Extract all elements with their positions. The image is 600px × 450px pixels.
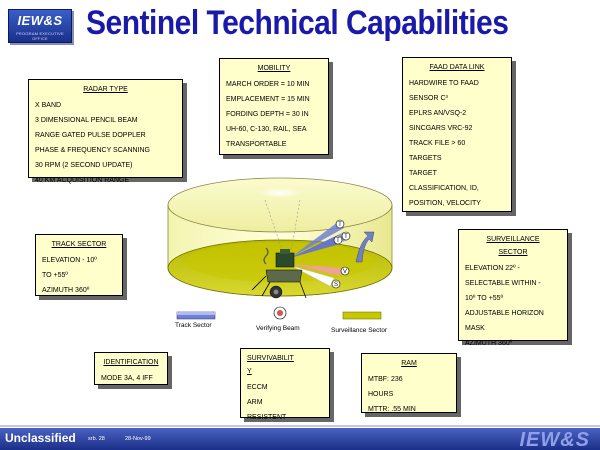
identification-box: IDENTIFICATION MODE 3A, 4 IFF [94, 352, 168, 385]
mobility-line: UH-60, C-130, RAIL, SEA [226, 126, 307, 133]
radar-type-header: RADAR TYPE [83, 86, 128, 93]
radar-type-line: 3 DIMENSIONAL PENCIL BEAM [35, 117, 138, 124]
beam-marker-track: T [336, 238, 340, 244]
surveillance-line: SELECTABLE WITHIN - [465, 280, 541, 287]
page-title: Sentinel Technical Capabilities [86, 4, 509, 42]
rotation-arrow-icon [355, 231, 375, 263]
beam-marker-verify: V [343, 269, 347, 275]
track-sector-line: ELEVATION - 10º [42, 257, 97, 264]
footer-bar [0, 428, 600, 450]
mobility-line: EMPLACEMENT = 15 MIN [226, 96, 310, 103]
surveillance-line: 10º TO +55º [465, 295, 504, 302]
surveillance-line: MASK [465, 325, 485, 332]
surveillance-sector-swatch [342, 311, 382, 320]
radar-type-line: X BAND [35, 102, 62, 109]
ram-line: MTBF: 236 [368, 376, 403, 383]
survivability-line: ARM [247, 399, 263, 406]
mobility-line: FORDING DEPTH = 30 IN [226, 111, 309, 118]
track-sector-box: TRACK SECTOR ELEVATION - 10º TO +55º AZI… [35, 234, 123, 296]
faad-line: EPLRS AN/VSQ-2 [409, 110, 467, 117]
radar-type-line: RANGE GATED PULSE DOPPLER [35, 132, 146, 139]
faad-line: SENSOR C³ [409, 95, 448, 102]
ram-header: RAM [401, 360, 417, 367]
track-sector-header: TRACK SECTOR [51, 241, 107, 248]
logo-text: IEW&S [17, 13, 63, 28]
track-beam [290, 222, 344, 258]
surveillance-sector-legend-label: Surveillance Sector [331, 327, 387, 334]
track-sector-line: AZIMUTH 360º [42, 287, 90, 294]
survivability-header: Y [247, 368, 252, 375]
ram-line: HOURS [368, 391, 394, 398]
faad-line: TARGETS [409, 155, 442, 162]
iews-logo: IEW&S PROGRAM EXECUTIVE OFFICE [8, 9, 72, 43]
identification-line: MODE 3A, 4 IFF [101, 375, 153, 382]
track-beam [290, 236, 340, 258]
verifying-beam [292, 264, 342, 276]
survivability-line: RESISTENT [247, 414, 287, 421]
classification-label: Unclassified [5, 431, 76, 445]
surveillance-line: AZIMUTH 360º [465, 340, 513, 347]
surveillance-line: ADJUSTABLE HORIZON [465, 310, 544, 317]
radar-type-box: RADAR TYPE X BAND 3 DIMENSIONAL PENCIL B… [28, 79, 183, 184]
ram-line: MTTR: .55 MIN [368, 406, 416, 413]
logo-subtext: PROGRAM EXECUTIVE OFFICE [16, 31, 64, 41]
surveillance-sector-header: SECTOR [498, 249, 528, 256]
verifying-beam-legend-label: Verifying Beam [256, 325, 300, 332]
surveillance-beam [291, 265, 335, 287]
mobility-box: MOBILITY MARCH ORDER = 10 MIN EMPLACEMEN… [219, 58, 329, 155]
faad-line: TARGET [409, 170, 437, 177]
faad-line: CLASSIFICATION, ID, [409, 185, 479, 192]
surveillance-sector-header: SURVEILLANCE [486, 236, 540, 243]
radar-type-line: PHASE & FREQUENCY SCANNING [35, 147, 151, 154]
slide-date: 28-Nov-99 [125, 436, 151, 442]
faad-line: TRACK FILE > 60 [409, 140, 466, 147]
radar-type-line: 30 RPM (2 SECOND UPDATE) [35, 162, 133, 169]
footer-divider [0, 425, 600, 427]
faad-line: SINCGARS VRC-92 [409, 125, 473, 132]
faad-data-link-box: FAAD DATA LINK HARDWIRE TO FAAD SENSOR C… [402, 57, 512, 212]
faad-data-link-header: FAAD DATA LINK [429, 64, 485, 71]
beam-marker-track: T [344, 234, 348, 240]
mobility-line: TRANSPORTABLE [226, 141, 287, 148]
track-sector-line: TO +55º [42, 272, 68, 279]
coverage-cylinder-top [167, 177, 393, 233]
survivability-box: SURVIVABILIT Y ECCM ARM RESISTENT [240, 348, 330, 421]
surveillance-line: ELEVATION 22º - [465, 265, 520, 272]
surveillance-sector-box: SURVEILLANCE SECTOR ELEVATION 22º - SELE… [458, 229, 568, 347]
track-sector-legend-label: Track Sector [175, 322, 212, 329]
radar-type-line: 40 KM ACQUISITION RANGE [35, 177, 130, 184]
survivability-line: ECCM [247, 384, 268, 391]
identification-header: IDENTIFICATION [103, 359, 159, 366]
survivability-header: SURVIVABILIT [247, 355, 294, 362]
mobility-line: MARCH ORDER = 10 MIN [226, 81, 310, 88]
faad-line: POSITION, VELOCITY [409, 200, 481, 207]
slide-ref: srb. 28 [88, 436, 105, 442]
radar-trailer-icon [251, 247, 307, 299]
faad-line: HARDWIRE TO FAAD [409, 80, 479, 87]
footer-logo: IEW&S [519, 429, 590, 450]
beam-marker-surveillance: S [334, 282, 338, 288]
beam-marker-track: T [338, 222, 342, 228]
mobility-header: MOBILITY [257, 65, 291, 72]
ram-box: RAM MTBF: 236 HOURS MTTR: .55 MIN [361, 353, 457, 413]
